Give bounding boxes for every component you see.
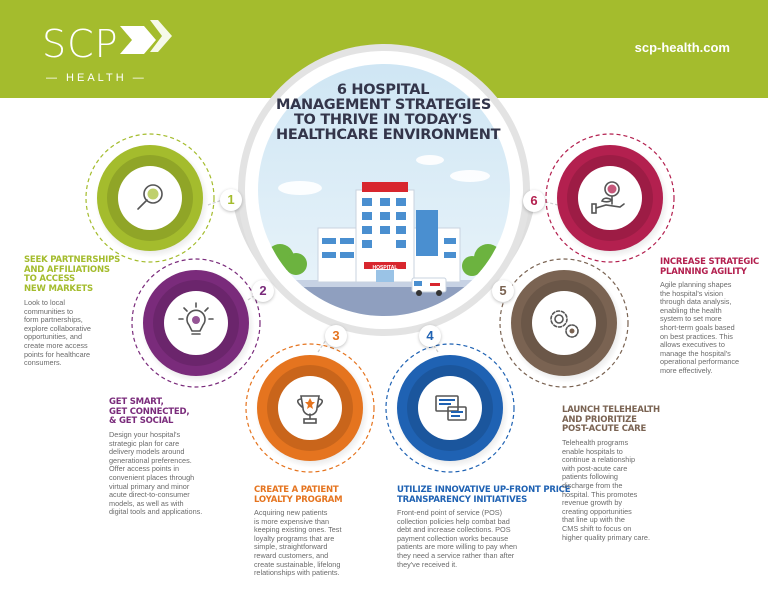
strategy-5-title: LAUNCH TELEHEALTH AND PRIORITIZE POST-AC… [562, 405, 660, 434]
strategy-circle-1 [85, 133, 215, 263]
logo-subtitle: — HEALTH — [46, 72, 147, 84]
step-number-4: 4 [426, 328, 434, 343]
magnifier-icon [137, 184, 163, 210]
strategy-circle-2 [131, 258, 261, 388]
strategy-3-description: Acquiring new patients is more expensive… [254, 508, 342, 578]
step-badge-1: 1 [220, 189, 242, 211]
logo-text: SCP [42, 22, 119, 66]
chat-icon [435, 395, 467, 421]
strategy-1-title: SEEK PARTNERSHIPS AND AFFILIATIONS TO AC… [24, 255, 121, 294]
page-title: 6 HOSPITAL MANAGEMENT STRATEGIES TO THRI… [276, 82, 501, 143]
step-badge-6: 6 [523, 190, 545, 212]
strategy-circle-4 [385, 343, 515, 473]
step-number-2: 2 [259, 283, 267, 298]
strategy-circle-3 [245, 343, 375, 473]
strategy-2-title: GET SMART, GET CONNECTED, & GET SOCIAL [109, 397, 190, 426]
strategy-2-description: Design your hospital's strategic plan fo… [109, 430, 203, 517]
step-number-3: 3 [332, 328, 340, 343]
central-illustration [238, 44, 530, 336]
money-plant-icon [591, 181, 625, 214]
strategy-5-description: Telehealth programs enable hospitals to … [562, 438, 651, 542]
lightbulb-icon [178, 302, 214, 335]
strategy-circle-5 [499, 258, 629, 388]
strategy-circle-6 [545, 133, 675, 263]
strategy-4-title: UTILIZE INNOVATIVE UP-FRONT PRICE TRANSP… [397, 485, 571, 505]
hospital-sign: HOSPITAL [372, 265, 398, 271]
logo-mark-icon [120, 20, 172, 54]
step-badge-3: 3 [325, 325, 347, 347]
step-badge-4: 4 [419, 325, 441, 347]
strategy-4-description: Front-end point of service (POS) collect… [397, 508, 518, 569]
strategy-1-description: Look to local communities to form partne… [24, 298, 91, 368]
trophy-icon [296, 395, 324, 424]
strategy-3-title: CREATE A PATIENT LOYALTY PROGRAM [254, 485, 343, 505]
step-number-1: 1 [227, 192, 235, 207]
website-link[interactable]: scp-health.com [634, 40, 730, 55]
step-badge-2: 2 [252, 280, 274, 302]
step-badge-5: 5 [492, 280, 514, 302]
step-number-5: 5 [499, 283, 507, 298]
strategy-6-title: INCREASE STRATEGIC PLANNING AGILITY [660, 257, 760, 277]
step-number-6: 6 [530, 193, 538, 208]
gears-icon [550, 310, 579, 338]
strategy-6-description: Agile planning shapes the hospital's vis… [660, 280, 740, 375]
